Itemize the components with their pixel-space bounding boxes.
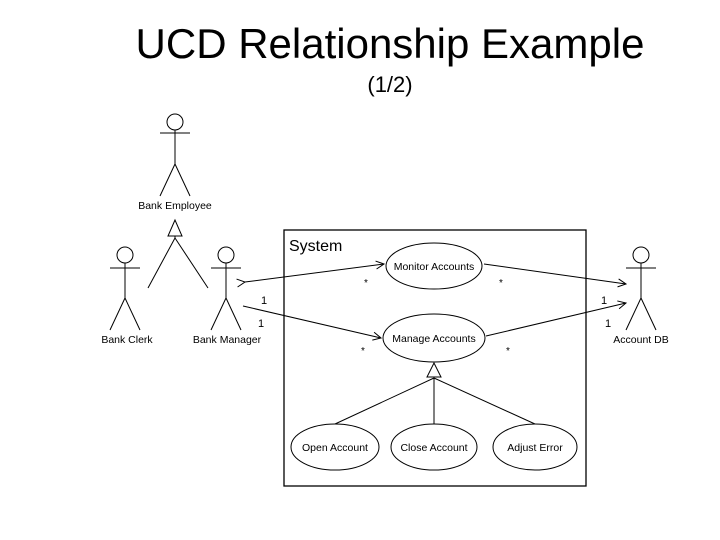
actor-label-bank-clerk: Bank Clerk: [101, 334, 153, 346]
actor-bank-employee: [159, 113, 191, 197]
use-case-label-close-account: Close Account: [400, 442, 467, 454]
slide-title: UCD Relationship Example: [135, 20, 645, 67]
multiplicity-manager-lower: 1: [258, 318, 264, 330]
slide-subtitle: (1/2): [367, 72, 413, 97]
use-case-monitor-accounts: [385, 242, 483, 290]
actor-label-bank-employee: Bank Employee: [138, 200, 212, 212]
multiplicity-star-manage-left: *: [361, 346, 365, 357]
multiplicity-star-monitor-right: *: [499, 278, 503, 289]
multiplicity-star-manage-right: *: [506, 346, 510, 357]
use-case-label-monitor-accounts: Monitor Accounts: [394, 261, 475, 273]
multiplicity-db-upper: 1: [601, 295, 607, 307]
association-manager-manage: [242, 305, 381, 338]
multiplicity-manager-upper: 1: [261, 295, 267, 307]
system-label: System: [289, 238, 342, 255]
use-case-label-open-account: Open Account: [302, 442, 368, 454]
actor-account-db: [625, 246, 657, 331]
actor-bank-clerk: [109, 246, 141, 331]
use-case-label-manage-accounts: Manage Accounts: [392, 333, 475, 345]
generalization-use-cases: [334, 361, 536, 425]
generalization-actors: [147, 218, 209, 289]
multiplicity-star-monitor-left: *: [364, 278, 368, 289]
use-case-label-adjust-error: Adjust Error: [507, 442, 563, 454]
actor-label-bank-manager: Bank Manager: [193, 334, 262, 346]
association-clerk-monitor: [245, 264, 384, 282]
actor-bank-manager: [210, 246, 242, 331]
multiplicity-db-lower: 1: [605, 318, 611, 330]
actor-label-account-db: Account DB: [613, 334, 668, 346]
association-manage-db: [485, 303, 626, 337]
system-boundary: [283, 229, 587, 487]
association-monitor-db: [483, 263, 626, 284]
